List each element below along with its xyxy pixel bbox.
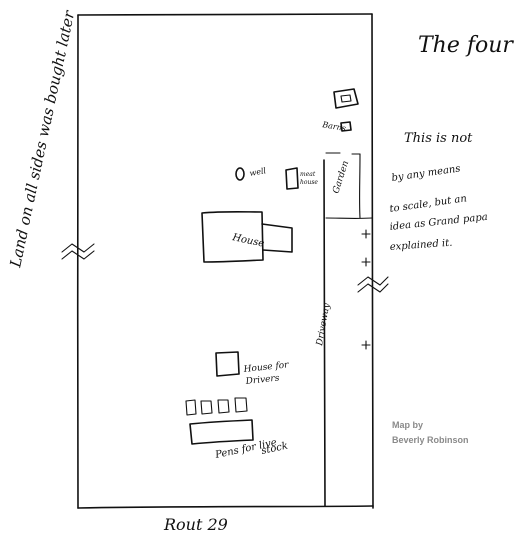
- driveway-label: Driveway: [315, 302, 333, 348]
- scale-note-line-2: by any means: [391, 163, 461, 184]
- scale-note-line-4: idea as Grand papa: [389, 212, 488, 233]
- well-label: well: [249, 166, 267, 178]
- credit-line-1: Map by: [392, 420, 423, 430]
- livestock-pens-icon: [189, 419, 254, 445]
- well-icon: [235, 167, 245, 181]
- barns-icon: [333, 88, 359, 132]
- meat-house-icon: [285, 167, 299, 190]
- drivers-house-label-1: House for: [242, 360, 289, 375]
- meat-house-label-1: meat: [300, 171, 316, 178]
- scale-note: This is not by any means to scale, but a…: [389, 131, 488, 253]
- fence-ticks: [361, 229, 371, 350]
- barns-label: Barns: [321, 120, 347, 133]
- meat-house-label-2: house: [300, 179, 318, 186]
- pens-label-2: stock: [260, 441, 289, 457]
- credit-line-2: Beverly Robinson: [392, 435, 469, 445]
- garden-plot: [325, 152, 373, 219]
- property-boundary: [76, 13, 374, 509]
- boundary-break-left: [61, 243, 95, 260]
- garden-label: Garden: [331, 160, 351, 195]
- scale-note-line-3: to scale, but an: [389, 193, 468, 215]
- scale-note-line-5: explained it.: [389, 238, 452, 253]
- side-note: Land on all sides was bought later: [6, 8, 78, 269]
- house-icon: [201, 210, 293, 263]
- road-label: Rout 29: [163, 515, 228, 534]
- drivers-house-label-2: Drivers: [244, 373, 280, 387]
- driveway: [323, 159, 326, 507]
- drivers-house-icon: [215, 351, 240, 377]
- map-title: The four: [418, 33, 514, 58]
- boundary-break-right: [357, 276, 389, 293]
- outbuildings-icon: [185, 397, 248, 416]
- house-label: House: [230, 232, 265, 250]
- scale-note-line-1: This is not: [404, 131, 473, 146]
